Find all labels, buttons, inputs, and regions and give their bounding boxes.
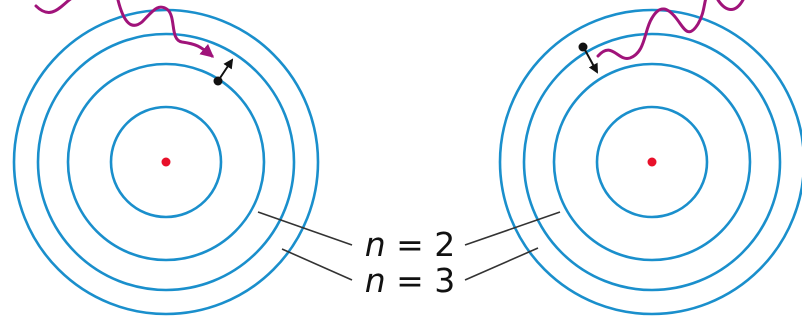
label-n-equals-3: n = 3 [365, 261, 456, 300]
left-photon-wave [36, 0, 212, 56]
label-n2-variable: n [365, 225, 386, 264]
label-n-equals-2: n = 2 [365, 225, 456, 264]
leader-n3-left [282, 249, 352, 280]
right-nucleus [648, 158, 657, 167]
leader-n3-right [465, 248, 538, 280]
right-photon-wave [598, 0, 744, 58]
label-n2-equals: = [386, 225, 435, 264]
right-electron [579, 43, 588, 52]
label-n3-variable: n [365, 261, 386, 300]
left-atom [14, 0, 318, 314]
right-atom [500, 0, 802, 314]
left-electron-transition-arrow [220, 60, 232, 78]
right-electron-transition-arrow [585, 50, 597, 72]
leader-n2-right [465, 212, 560, 245]
label-n2-value: 2 [434, 225, 455, 264]
label-n3-equals: = [386, 261, 435, 300]
left-electron [214, 77, 223, 86]
left-nucleus [162, 158, 171, 167]
label-n3-value: 3 [434, 261, 455, 300]
leader-n2-left [258, 212, 352, 245]
